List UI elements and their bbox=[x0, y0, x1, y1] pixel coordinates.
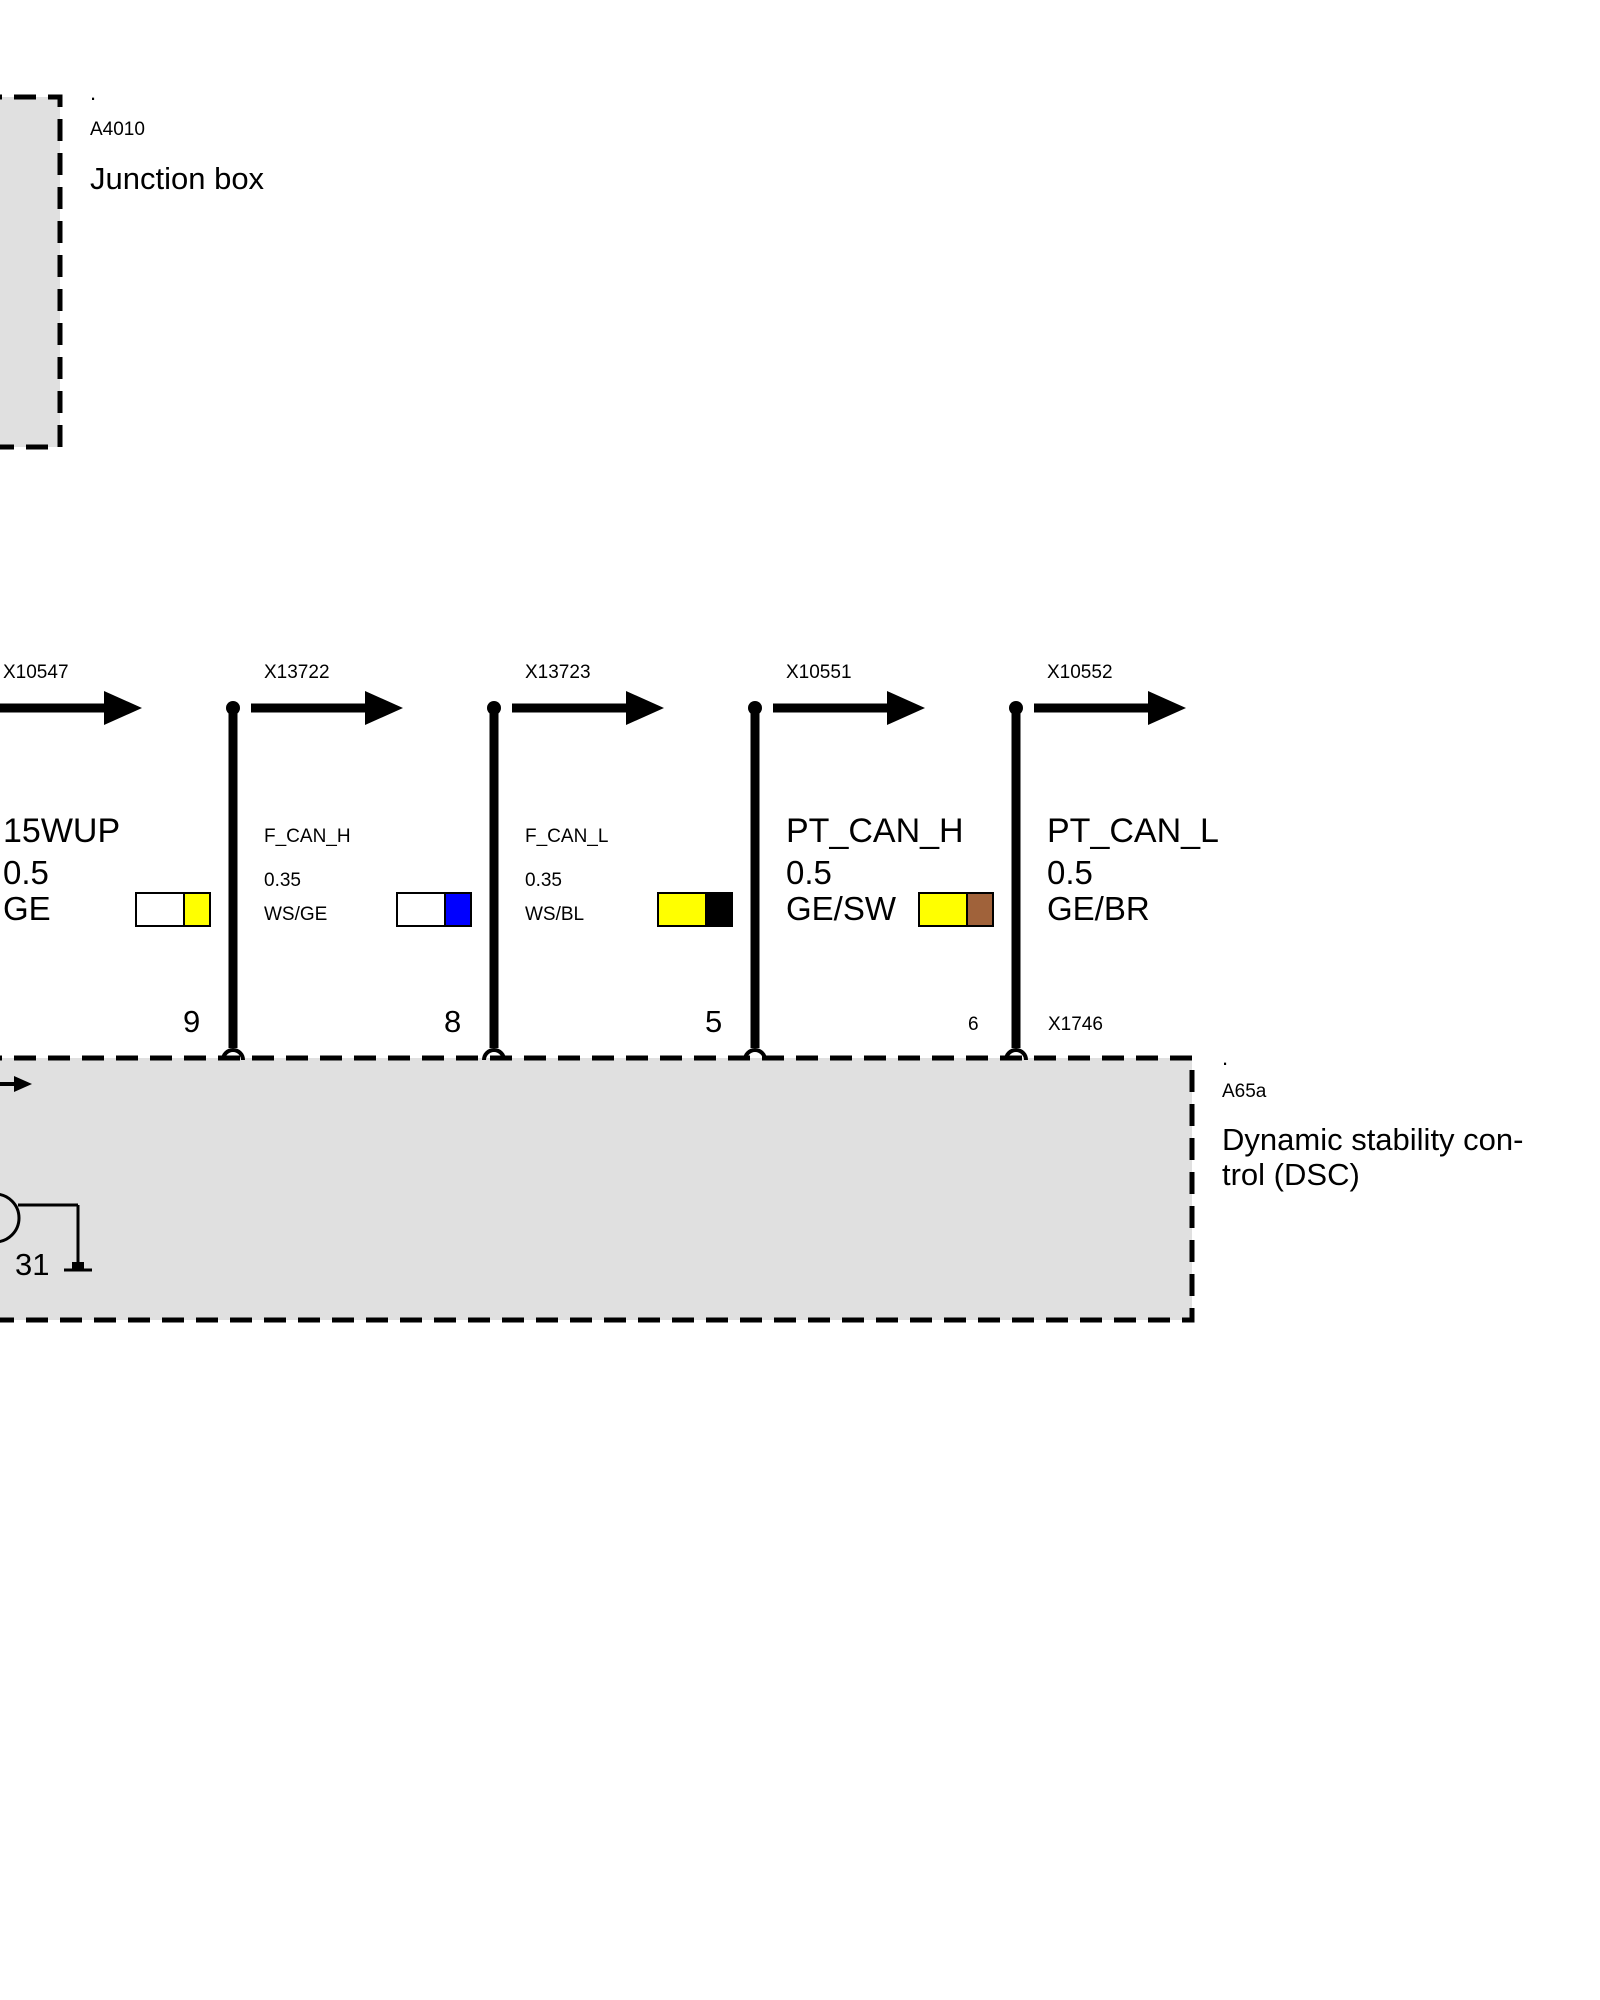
color-swatch-primary bbox=[918, 892, 968, 927]
wire-color-code: GE/BR bbox=[1047, 890, 1150, 927]
arrow-right-icon bbox=[887, 691, 925, 725]
ground-icon bbox=[72, 1262, 84, 1270]
connector-label: X10547 bbox=[3, 662, 69, 683]
wire-size: 0.35 bbox=[525, 870, 562, 891]
arrow-right-icon bbox=[104, 691, 142, 725]
junction-box-id: A4010 bbox=[90, 119, 145, 140]
wire-size: 0.5 bbox=[1047, 854, 1093, 891]
dsc-connector-label: X1746 bbox=[1048, 1014, 1103, 1035]
color-swatch-stripe bbox=[966, 892, 994, 927]
pin-socket-icon bbox=[743, 1048, 767, 1061]
splice-dot bbox=[226, 701, 240, 715]
wire-color-code: WS/BL bbox=[525, 904, 584, 925]
junction-box-border bbox=[0, 94, 63, 450]
wire-color-code: GE bbox=[3, 890, 51, 927]
color-swatch-primary bbox=[396, 892, 446, 927]
signal-name: PT_CAN_L bbox=[1047, 812, 1219, 850]
pin-socket-icon bbox=[482, 1048, 506, 1061]
dsc-border bbox=[0, 1055, 1195, 1323]
dsc-dot: . bbox=[1222, 1045, 1228, 1070]
junction-box-body bbox=[0, 97, 60, 447]
color-swatch-stripe bbox=[705, 892, 733, 927]
connector-label: X10552 bbox=[1047, 662, 1113, 683]
signal-name: F_CAN_L bbox=[525, 826, 608, 847]
pin-number: 6 bbox=[968, 1014, 979, 1035]
dsc-name-line1: Dynamic stability con- bbox=[1222, 1122, 1523, 1157]
color-swatch-stripe bbox=[183, 892, 211, 927]
connector-label: X10551 bbox=[786, 662, 852, 683]
junction-box-name: Junction box bbox=[90, 161, 265, 196]
wire-size: 0.5 bbox=[3, 854, 49, 891]
signal-name: 15WUP bbox=[3, 812, 120, 850]
splice-dot bbox=[487, 701, 501, 715]
signal-name: F_CAN_H bbox=[264, 826, 351, 847]
dsc-transistor-icon bbox=[0, 1193, 21, 1243]
dsc-name-line2: trol (DSC) bbox=[1222, 1157, 1360, 1192]
arrow-right-icon bbox=[365, 691, 403, 725]
connector-label: X13722 bbox=[264, 662, 330, 683]
splice-dot bbox=[748, 701, 762, 715]
arrow-right-icon bbox=[1148, 691, 1186, 725]
wire-color-code: WS/GE bbox=[264, 904, 327, 925]
wire-size: 0.5 bbox=[786, 854, 832, 891]
splice-dot bbox=[1009, 701, 1023, 715]
wire-size: 0.35 bbox=[264, 870, 301, 891]
dsc-body bbox=[0, 1058, 1192, 1320]
pin-socket-icon bbox=[1004, 1048, 1028, 1061]
pin-number: 9 bbox=[183, 1004, 200, 1039]
pin-socket-icon bbox=[221, 1048, 245, 1061]
color-swatch-primary bbox=[657, 892, 707, 927]
ground-label: 31 bbox=[15, 1247, 49, 1282]
connector-label: X13723 bbox=[525, 662, 591, 683]
pin-number: 8 bbox=[444, 1004, 461, 1039]
junction-box-dot: . bbox=[90, 80, 96, 105]
color-swatch-stripe bbox=[444, 892, 472, 927]
wire-color-code: GE/SW bbox=[786, 890, 897, 927]
color-swatch-primary bbox=[135, 892, 185, 927]
signal-name: PT_CAN_H bbox=[786, 812, 964, 850]
wire-group: X1054715WUP0.5GEX13722F_CAN_H0.35WS/GE9X… bbox=[0, 662, 1219, 1061]
dsc-internal-arrow-icon bbox=[14, 1076, 32, 1092]
dsc-id: A65a bbox=[1222, 1081, 1267, 1102]
pin-number: 5 bbox=[705, 1004, 722, 1039]
arrow-right-icon bbox=[626, 691, 664, 725]
